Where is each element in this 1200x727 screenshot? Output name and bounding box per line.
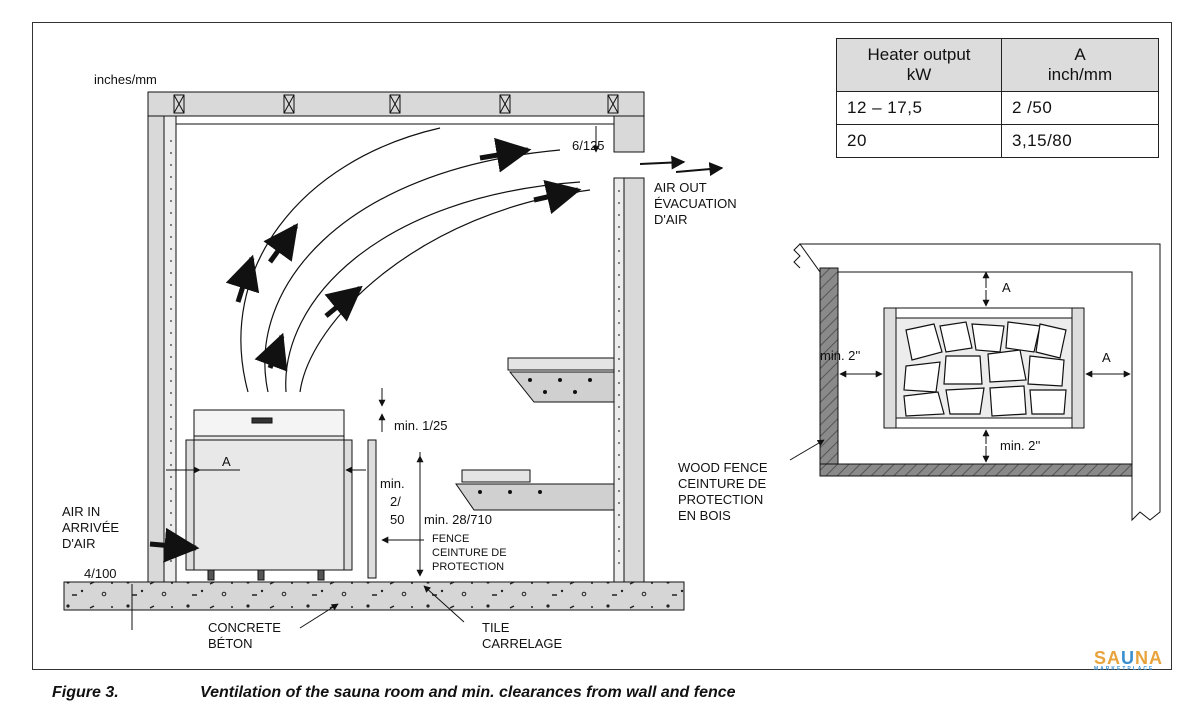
figure-frame xyxy=(32,22,1172,670)
airflow-arrows xyxy=(149,137,724,563)
right-wall xyxy=(613,91,645,583)
figure-caption: Ventilation of the sauna room and min. c… xyxy=(200,684,736,701)
air-out-line1: AIR OUT xyxy=(654,180,707,195)
dimension-lines xyxy=(131,126,600,630)
plan-a-right-label: A xyxy=(1102,350,1111,365)
units-label: inches/mm xyxy=(94,72,157,87)
sauna-logo: SAUNA MARKETPLACE xyxy=(1094,648,1163,672)
plan-min-bottom-label: min. 2'' xyxy=(1000,438,1040,453)
plan-dimensions xyxy=(789,271,1131,463)
ceiling-beam xyxy=(147,91,645,125)
min-1-25-label: min. 1/25 xyxy=(394,418,447,433)
concrete-line1: CONCRETE xyxy=(208,620,281,635)
min-2-50-line3: 50 xyxy=(390,512,404,527)
tile-line2: CARRELAGE xyxy=(482,636,563,651)
logo-sub-text: MARKETPLACE xyxy=(1094,666,1155,672)
plan-a-top-label: A xyxy=(1002,280,1011,295)
airflow-curves xyxy=(240,127,591,393)
plan-view xyxy=(793,243,1161,522)
wood-fence-line3: PROTECTION xyxy=(678,492,763,507)
tile-line1: TILE xyxy=(482,620,510,635)
left-wall xyxy=(147,91,177,583)
fence-line1: FENCE xyxy=(432,533,469,545)
concrete-floor xyxy=(63,581,685,611)
fence-line3: PROTECTION xyxy=(432,561,504,573)
table-cell: 3,15/80 xyxy=(1001,124,1159,158)
min-2-50-line2: 2/ xyxy=(390,494,401,509)
wood-fence-line4: EN BOIS xyxy=(678,508,731,523)
plan-min-left-label: min. 2'' xyxy=(820,348,860,363)
table-cell: 12 – 17,5 xyxy=(836,91,1002,125)
logo-main-text: SAUNA xyxy=(1094,648,1164,668)
min-2-50-line1: min. xyxy=(380,476,405,491)
air-out-line2: ÉVACUATION xyxy=(654,196,737,211)
fence-line2: CEINTURE DE xyxy=(432,547,507,559)
min-28-710-label: min. 28/710 xyxy=(424,512,492,527)
wood-fence-line2: CEINTURE DE xyxy=(678,476,766,491)
air-in-line1: AIR IN xyxy=(62,504,100,519)
upper-bench xyxy=(507,357,615,403)
lower-bench xyxy=(455,469,615,511)
sauna-heater xyxy=(185,409,377,581)
air-in-line2: ARRIVÉE xyxy=(62,520,119,535)
table-row: 12 – 17,5 2 /50 xyxy=(836,91,1159,125)
figure-number: Figure 3. xyxy=(52,684,119,701)
wood-fence-line1: WOOD FENCE xyxy=(678,460,768,475)
table-cell: 20 xyxy=(836,124,1002,158)
table-row: 20 3,15/80 xyxy=(836,124,1159,158)
floor-gap-label: 4/100 xyxy=(84,566,117,581)
concrete-line2: BÉTON xyxy=(208,636,253,651)
air-in-line3: D'AIR xyxy=(62,536,96,551)
top-gap-label: 6/125 xyxy=(572,138,605,153)
a-left-label: A xyxy=(222,454,231,469)
table-cell: 2 /50 xyxy=(1001,91,1159,125)
air-out-line3: D'AIR xyxy=(654,212,688,227)
